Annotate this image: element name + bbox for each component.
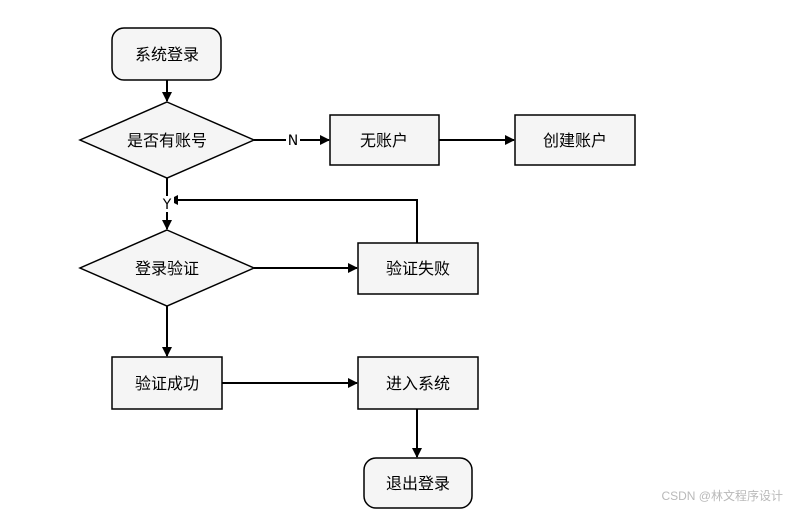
edge-verify-fail-loop-back xyxy=(168,195,418,243)
node-labels: 系统登录 是否有账号 无账户 创建账户 登录验证 验证失败 验证成功 进入系统 … xyxy=(127,45,607,493)
nodes xyxy=(78,27,636,509)
login-verify-decision xyxy=(78,229,256,307)
create-account-node xyxy=(514,114,636,166)
verify-success-node xyxy=(111,356,223,410)
watermark: CSDN @林文程序设计 xyxy=(661,488,783,503)
start-label: 系统登录 xyxy=(135,45,199,64)
start-node xyxy=(111,27,222,81)
logout-label: 退出登录 xyxy=(386,474,450,493)
verify-fail-node xyxy=(357,242,479,295)
verify-fail-label: 验证失败 xyxy=(386,259,450,278)
has-account-label: 是否有账号 xyxy=(127,131,207,150)
verify-success-label: 验证成功 xyxy=(135,374,199,393)
edge-label-no: N xyxy=(288,133,298,149)
edges xyxy=(162,80,515,458)
no-account-label: 无账户 xyxy=(360,131,408,150)
no-account-node xyxy=(329,114,440,166)
logout-node xyxy=(363,457,473,509)
enter-system-label: 进入系统 xyxy=(386,374,450,393)
has-account-decision xyxy=(78,101,256,179)
edge-label-yes: Y xyxy=(162,197,172,213)
create-account-label: 创建账户 xyxy=(543,131,607,150)
edge-labels: N Y xyxy=(160,132,300,213)
enter-system-node xyxy=(357,356,479,410)
login-verify-label: 登录验证 xyxy=(135,259,199,278)
